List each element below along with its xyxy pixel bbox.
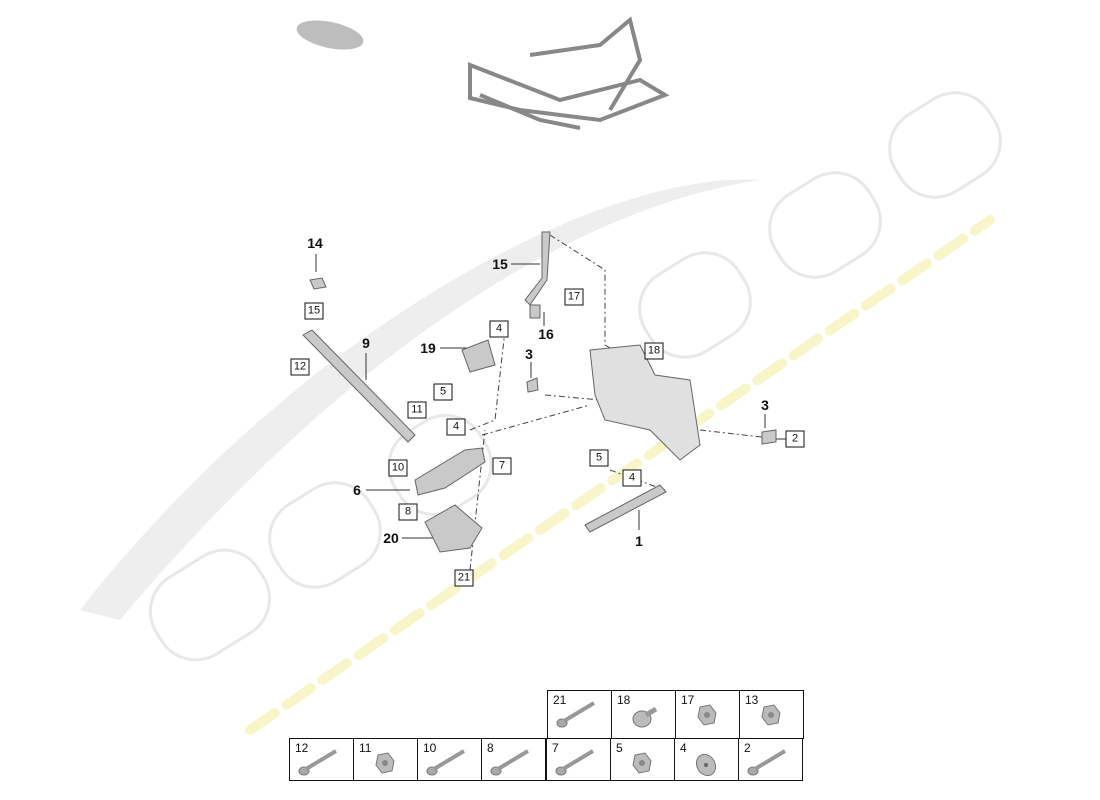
box-callout-17: 17 (564, 288, 584, 306)
callout-15: 15 (492, 256, 508, 272)
box-callout-2: 2 (785, 430, 805, 448)
box-callout-21: 21 (454, 569, 474, 587)
callout-3: 3 (525, 346, 533, 362)
leader-lines (315, 254, 786, 539)
hardware-cell-10: 10 (417, 738, 482, 781)
part-16-clip (529, 304, 541, 319)
hardware-number: 7 (552, 741, 559, 755)
hardware-number: 4 (680, 741, 687, 755)
bolt-icon (490, 749, 530, 776)
nut-icon (761, 704, 781, 726)
part-15-link (524, 231, 551, 306)
hardware-number: 8 (487, 741, 494, 755)
bolt-icon (555, 749, 595, 776)
box-callout-7: 7 (492, 457, 512, 475)
hardware-number: 17 (681, 693, 695, 707)
callout-6: 6 (353, 482, 361, 498)
part-6-control-arm (414, 447, 486, 496)
hardware-cell-11: 11 (353, 738, 418, 781)
parts (302, 231, 777, 553)
callout-19: 19 (420, 340, 436, 356)
flange-bolt-icon (632, 706, 658, 728)
hardware-number: 12 (295, 741, 309, 755)
hardware-number: 10 (423, 741, 437, 755)
part-3b-clip (761, 429, 777, 445)
hardware-number: 18 (617, 693, 631, 707)
hardware-cell-2: 2 (738, 738, 803, 781)
hardware-cell-21: 21 (547, 690, 612, 739)
hardware-number: 2 (744, 741, 751, 755)
hardware-cell-18: 18 (611, 690, 676, 739)
box-callout-5: 5 (433, 383, 453, 401)
part-19-bracket (461, 339, 496, 373)
hardware-number: 21 (553, 693, 567, 707)
bolt-icon (556, 701, 596, 728)
hardware-cell-13: 13 (739, 690, 804, 739)
callout-16: 16 (538, 326, 554, 342)
box-callout-4: 4 (446, 418, 466, 436)
nut-icon (632, 752, 652, 774)
part-14-clip (309, 277, 327, 290)
box-callout-10: 10 (388, 459, 408, 477)
part-20-mount (424, 504, 483, 553)
bolt-icon (426, 749, 466, 776)
chassis-thumbnail (468, 16, 670, 130)
washer-icon (695, 753, 717, 777)
callout-3: 3 (761, 397, 769, 413)
hardware-cell-12: 12 (289, 738, 354, 781)
nut-icon (697, 704, 717, 726)
hardware-number: 13 (745, 693, 759, 707)
part-subframe (589, 344, 701, 461)
hardware-cell-7: 7 (546, 738, 611, 781)
hardware-cell-8: 8 (481, 738, 546, 781)
bolt-icon (298, 749, 338, 776)
nut-icon (375, 752, 395, 774)
hardware-cell-17: 17 (675, 690, 740, 739)
hardware-cell-5: 5 (610, 738, 675, 781)
box-callout-4: 4 (489, 320, 509, 338)
hardware-number: 11 (359, 741, 372, 755)
callout-1: 1 (635, 533, 643, 549)
box-callout-8: 8 (398, 503, 418, 521)
callout-9: 9 (362, 335, 370, 351)
bolt-icon (747, 749, 787, 776)
box-callout-18: 18 (644, 342, 664, 360)
hardware-cell-4: 4 (674, 738, 739, 781)
part-9-strut (302, 329, 416, 443)
part-3-clip (526, 377, 539, 393)
part-1-link (584, 484, 667, 533)
box-callout-4: 4 (622, 469, 642, 487)
box-callout-12: 12 (290, 358, 310, 376)
box-callout-15: 15 (304, 302, 324, 320)
callout-14: 14 (307, 235, 323, 251)
box-callout-11: 11 (407, 401, 427, 419)
callout-20: 20 (383, 530, 399, 546)
hardware-number: 5 (616, 741, 623, 755)
box-callout-5: 5 (589, 449, 609, 467)
car-thumbnail (296, 20, 364, 50)
